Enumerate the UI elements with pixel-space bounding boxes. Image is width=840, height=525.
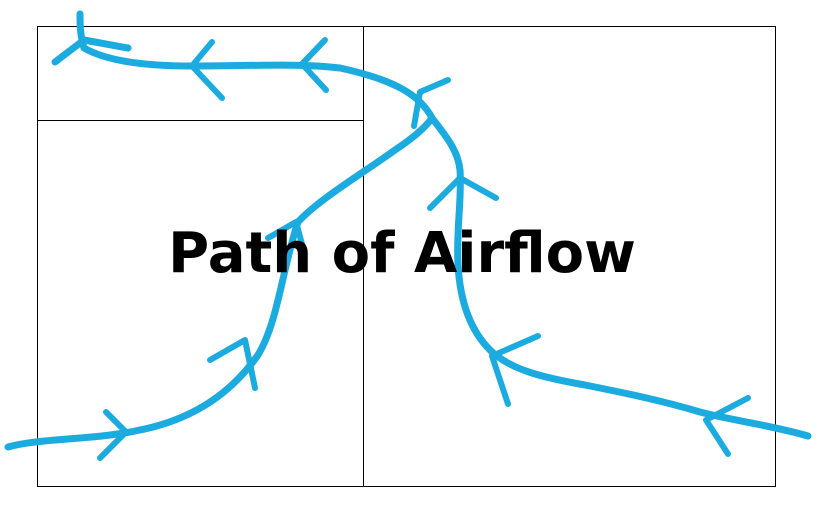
arrow-left-icon — [703, 395, 751, 457]
arrow-up-icon — [265, 219, 305, 247]
airflow-paths — [4, 10, 812, 461]
bottom-left-room — [37, 120, 364, 487]
arrow-up-icon — [427, 175, 499, 211]
arrow-left-icon — [299, 37, 329, 93]
top-outflow-path — [76, 10, 436, 122]
diagram-title: Path of Airflow — [168, 221, 636, 286]
arrow-up-icon — [207, 337, 258, 391]
arrow-right-icon — [97, 409, 129, 461]
exit-branch-right — [80, 36, 132, 52]
left-inflow-path — [4, 114, 436, 451]
arrow-left-icon — [189, 39, 225, 101]
exit-branch-left — [51, 36, 88, 66]
right-room — [363, 26, 776, 487]
arrow-up-icon — [411, 77, 451, 129]
arrow-left-icon — [489, 333, 541, 407]
